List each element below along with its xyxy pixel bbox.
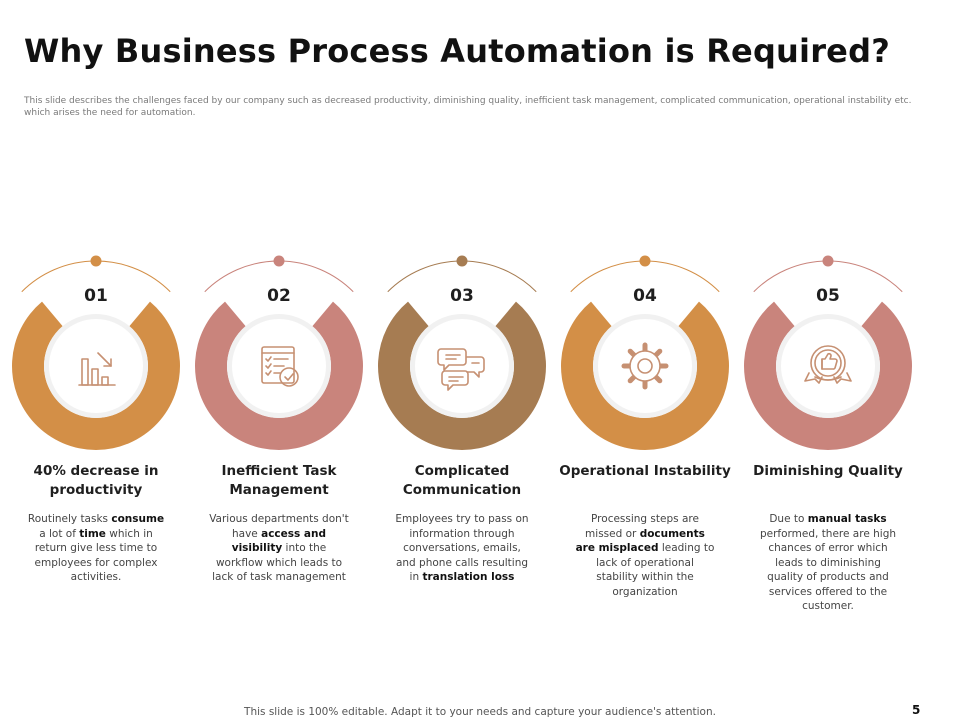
card-heading: Operational Instability <box>559 463 731 479</box>
slide-footer: This slide is 100% editable. Adapt it to… <box>244 706 716 718</box>
card-description: Due to manual tasks performed, there are… <box>758 512 898 614</box>
ring-segment <box>561 301 729 450</box>
slide-title: Why Business Process Automation is Requi… <box>24 32 890 70</box>
ring-segment <box>11 301 180 450</box>
card-heading: Inefficient Task Management <box>221 463 337 498</box>
description-emphasis: consume <box>111 513 165 525</box>
gear-icon <box>610 331 680 401</box>
description-text: Routinely tasks <box>27 513 112 525</box>
description-text: a lot of <box>39 527 80 540</box>
description-text: Due to <box>769 513 808 525</box>
challenge-card-01: 01 40% decrease in productivity Routinel… <box>6 248 186 628</box>
description-emphasis: documents are misplaced <box>575 527 705 555</box>
card-description: Various departments don't have access an… <box>209 512 349 585</box>
description-text: which in return give less time to employ… <box>34 527 158 584</box>
challenge-card-04: 04 Operational Instability Processing st… <box>555 248 735 628</box>
task-checklist-icon <box>244 331 314 401</box>
ring-segment <box>378 301 546 450</box>
challenge-card-03: 03 Complicated Communication Employees t… <box>372 248 552 628</box>
ring-graphic <box>11 255 180 450</box>
description-emphasis: manual tasks <box>807 513 887 525</box>
top-dot <box>456 255 468 267</box>
top-dot <box>273 255 285 267</box>
challenge-card-05: 05 Diminishing Quality Due to manual tas… <box>738 248 918 628</box>
ring-segment <box>744 301 912 450</box>
description-text: Various departments don't have <box>209 513 349 540</box>
inner-circle <box>49 319 143 413</box>
page-number: 5 <box>912 703 921 717</box>
challenge-cards: 01 40% decrease in productivity Routinel… <box>0 248 960 628</box>
top-dot <box>822 255 834 267</box>
bar-chart-decrease-icon <box>61 331 131 401</box>
ring-graphic <box>744 255 912 450</box>
description-emphasis: translation loss <box>422 571 515 583</box>
slide-subtitle: This slide describes the challenges face… <box>24 96 912 118</box>
description-emphasis: access and visibility <box>231 527 326 555</box>
card-description: Routinely tasks consume a lot of time wh… <box>26 512 166 585</box>
card-number: 01 <box>84 286 108 306</box>
card-heading: Diminishing Quality <box>753 463 903 479</box>
card-number: 04 <box>633 286 657 306</box>
description-text: Employees try to pass on information thr… <box>395 513 529 583</box>
card-number: 05 <box>816 286 840 306</box>
card-heading: 40% decrease in productivity <box>33 463 159 498</box>
quality-badge-icon <box>793 331 863 401</box>
ring-graphic <box>378 255 546 450</box>
description-text: performed, there are high chances of err… <box>759 527 897 613</box>
card-description: Processing steps are missed or documents… <box>575 512 715 599</box>
top-dot <box>639 255 651 267</box>
description-text: Processing steps are missed or <box>585 513 699 540</box>
description-text: into the workflow which leads to lack of… <box>212 542 346 583</box>
top-dot <box>90 255 102 267</box>
chat-bubbles-icon <box>427 331 497 401</box>
inner-circle <box>781 319 875 413</box>
card-number: 02 <box>267 286 291 306</box>
ring-segment <box>195 301 363 450</box>
card-number: 03 <box>450 286 474 306</box>
inner-circle <box>415 319 509 413</box>
card-description: Employees try to pass on information thr… <box>392 512 532 585</box>
challenge-card-02: 02 Inefficient Task Management Various d… <box>189 248 369 628</box>
description-emphasis: time <box>79 527 106 540</box>
card-heading: Complicated Communication <box>402 463 522 498</box>
description-text: leading to lack of operational stability… <box>596 542 715 598</box>
